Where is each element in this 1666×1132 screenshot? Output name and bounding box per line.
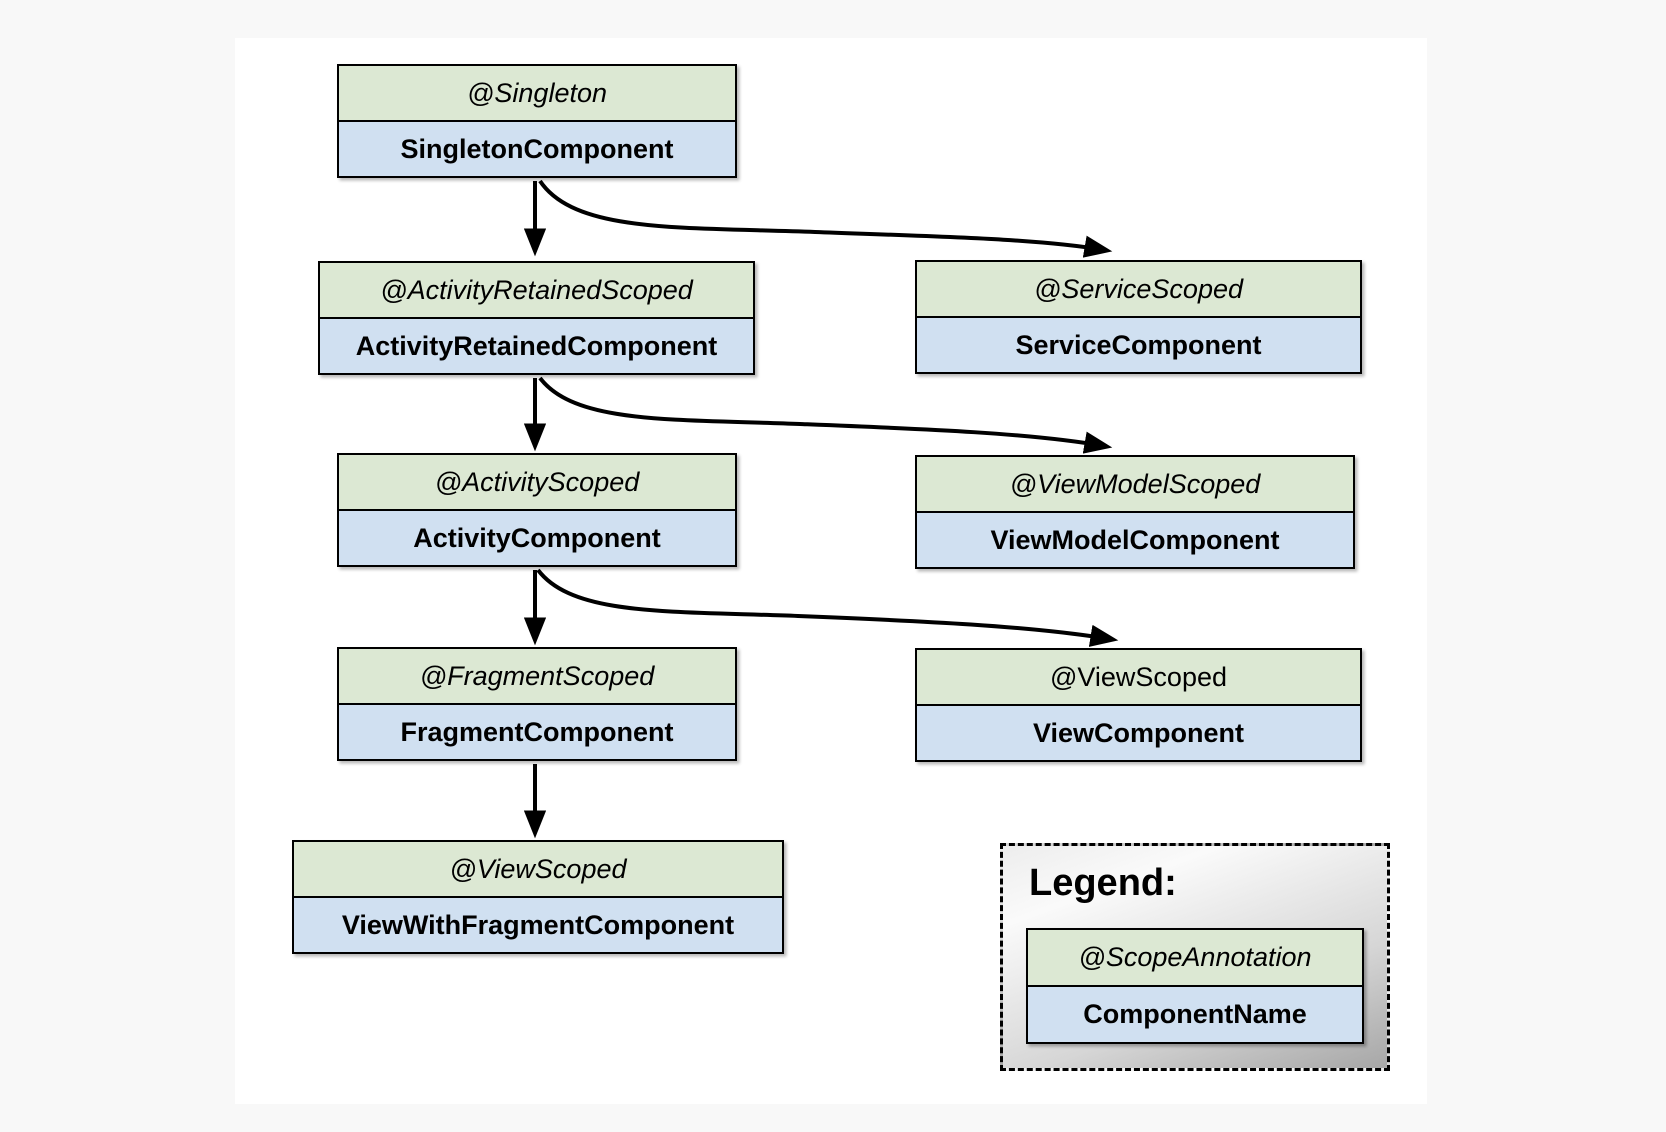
node-view-with-fragment-component: @ViewScoped ViewWithFragmentComponent: [292, 840, 784, 954]
node-activity-retained-component: @ActivityRetainedScoped ActivityRetained…: [318, 261, 755, 375]
scope-annotation-label: @ActivityRetainedScoped: [320, 263, 753, 319]
node-singleton-component: @Singleton SingletonComponent: [337, 64, 737, 178]
component-name-label: ActivityComponent: [339, 511, 735, 565]
scope-annotation-label: @FragmentScoped: [339, 649, 735, 705]
legend-title: Legend:: [1029, 862, 1177, 904]
component-name-label: ViewModelComponent: [917, 513, 1353, 567]
node-fragment-component: @FragmentScoped FragmentComponent: [337, 647, 737, 761]
scope-annotation-label: @ViewScoped: [917, 650, 1360, 706]
component-name-label: FragmentComponent: [339, 705, 735, 759]
node-activity-component: @ActivityScoped ActivityComponent: [337, 453, 737, 567]
component-name-label: SingletonComponent: [339, 122, 735, 176]
component-name-label: ActivityRetainedComponent: [320, 319, 753, 373]
scope-annotation-label: @Singleton: [339, 66, 735, 122]
legend-scope-annotation-label: @ScopeAnnotation: [1028, 930, 1362, 987]
component-name-label: ViewComponent: [917, 706, 1360, 760]
legend-component-name-label: ComponentName: [1028, 987, 1362, 1042]
scope-annotation-label: @ViewScoped: [294, 842, 782, 898]
scope-annotation-label: @ActivityScoped: [339, 455, 735, 511]
legend-example-node: @ScopeAnnotation ComponentName: [1026, 928, 1364, 1044]
node-view-component: @ViewScoped ViewComponent: [915, 648, 1362, 762]
node-view-model-component: @ViewModelScoped ViewModelComponent: [915, 455, 1355, 569]
node-service-component: @ServiceScoped ServiceComponent: [915, 260, 1362, 374]
legend-box: Legend: @ScopeAnnotation ComponentName: [1000, 843, 1390, 1071]
scope-annotation-label: @ViewModelScoped: [917, 457, 1353, 513]
scope-annotation-label: @ServiceScoped: [917, 262, 1360, 318]
component-name-label: ServiceComponent: [917, 318, 1360, 372]
component-name-label: ViewWithFragmentComponent: [294, 898, 782, 952]
